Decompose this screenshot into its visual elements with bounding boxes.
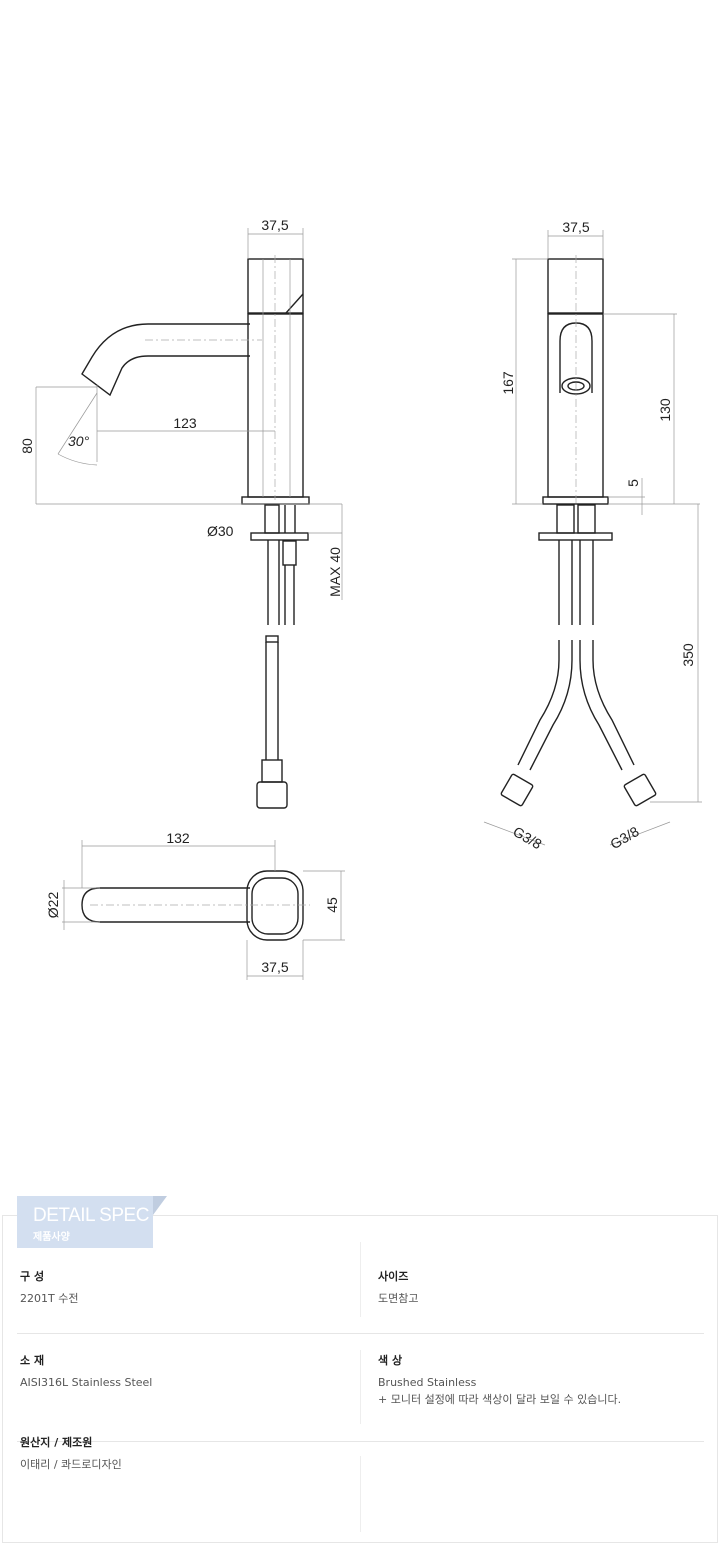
- dim-spout-diameter: Ø22: [45, 892, 61, 919]
- spec-value: AISI316L Stainless Steel: [20, 1376, 153, 1389]
- spec-value: 2201T 수전: [20, 1292, 79, 1305]
- dim-spout-angle: 30°: [68, 433, 90, 449]
- top-view: 132 Ø22 45 37,5: [45, 830, 345, 980]
- spec-value: 이태리 / 콰드로디자인: [20, 1458, 122, 1471]
- dim-top-length: 132: [166, 830, 190, 846]
- dim-body-height: 130: [657, 398, 673, 422]
- side-view: 37,5 123 80 30° Ø30 MAX 40: [19, 217, 343, 809]
- spec-panel: [2, 1215, 718, 1543]
- front-view: 37,5 167 130 5 350 G3/8 G3/8: [483, 219, 702, 852]
- dim-top-width: 37,5: [261, 959, 288, 975]
- dim-hose-length: 350: [680, 643, 696, 667]
- spec-note: + 모니터 설정에 따라 색상이 달라 보일 수 있습니다.: [378, 1393, 622, 1406]
- dim-spout-height: 80: [19, 438, 35, 454]
- spec-composition: 구 성 2201T 수전: [20, 1268, 340, 1307]
- spec-value: Brushed Stainless: [378, 1376, 477, 1389]
- dim-base-diameter: Ø30: [207, 523, 234, 539]
- technical-drawing: 37,5 123 80 30° Ø30 MAX 40 37,5 167 130 …: [19, 217, 702, 980]
- divider: [17, 1333, 704, 1334]
- spec-tab-title: DETAIL SPEC: [33, 1205, 149, 1226]
- spec-origin: 원산지 / 제조원 이태리 / 콰드로디자인: [20, 1434, 340, 1473]
- spec-tab-fold: [153, 1196, 167, 1215]
- spec-value: 도면참고: [378, 1292, 419, 1305]
- divider: [360, 1350, 361, 1424]
- divider: [17, 1441, 704, 1442]
- dim-side-width: 37,5: [261, 217, 288, 233]
- divider: [360, 1242, 361, 1317]
- spec-label: 소 재: [20, 1354, 45, 1367]
- dim-front-width: 37,5: [562, 219, 589, 235]
- spec-material: 소 재 AISI316L Stainless Steel: [20, 1352, 340, 1391]
- spec-tab-subtitle: 제품사양: [33, 1232, 70, 1243]
- spec-label: 구 성: [20, 1270, 45, 1283]
- spec-color: 색 상 Brushed Stainless + 모니터 설정에 따라 색상이 달…: [378, 1352, 698, 1408]
- spec-label: 원산지 / 제조원: [20, 1436, 93, 1449]
- dim-base-height: 5: [625, 479, 641, 487]
- dim-connection-right: G3/8: [607, 823, 641, 852]
- spec-size: 사이즈 도면참고: [378, 1268, 698, 1307]
- dim-top-depth: 45: [324, 897, 340, 913]
- dim-spout-reach: 123: [173, 415, 197, 431]
- dim-max-deck: MAX 40: [327, 547, 343, 597]
- dim-total-height: 167: [500, 371, 516, 395]
- spec-tab: DETAIL SPEC 제품사양: [17, 1196, 153, 1248]
- spec-label: 색 상: [378, 1354, 403, 1367]
- dim-connection-left: G3/8: [510, 823, 544, 852]
- spec-label: 사이즈: [378, 1270, 409, 1283]
- divider: [360, 1456, 361, 1532]
